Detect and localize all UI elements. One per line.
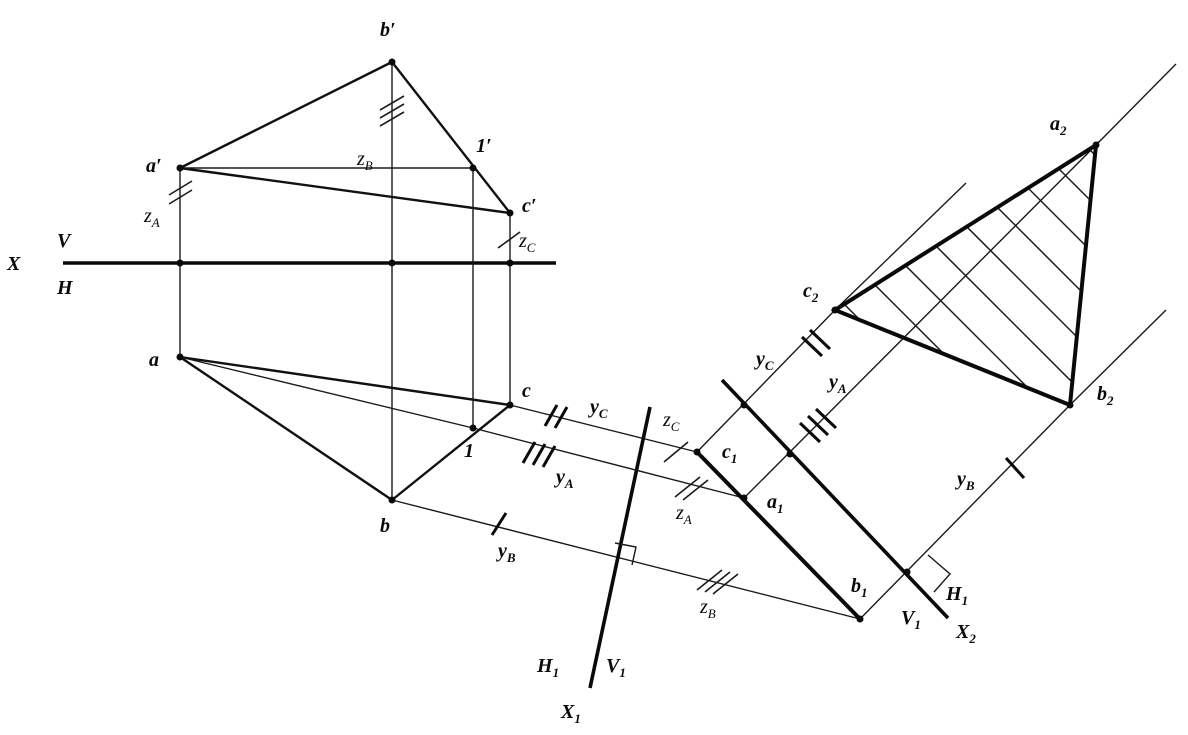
axis-x1 — [588, 406, 652, 689]
frontal-projection — [179, 60, 511, 215]
tick-zc-mid — [663, 441, 689, 463]
tick-za-mid — [674, 476, 709, 501]
label-c1: c1 — [722, 441, 737, 466]
label-b2: b2 — [1097, 383, 1114, 408]
label-zc-right: zC — [518, 230, 536, 255]
points — [176, 58, 1100, 623]
transfer-a — [472, 427, 745, 499]
label-za-left: zA — [143, 205, 160, 230]
label-h1-left: H1 — [536, 655, 559, 680]
label-c: c — [522, 380, 531, 402]
label-zb-top: zB — [356, 148, 373, 173]
axis-x2 — [720, 378, 950, 620]
tick-yc — [543, 404, 569, 429]
label-b-prime: b′ — [380, 19, 396, 41]
label-a2: a2 — [1050, 113, 1067, 138]
label-ya: yA — [554, 466, 574, 491]
tick-zc-right — [497, 231, 521, 249]
tick-yc2 — [800, 328, 832, 358]
label-a: a — [149, 349, 159, 371]
horizontal-projection — [179, 355, 511, 501]
label-1: 1 — [464, 440, 474, 462]
ext-b2 — [1069, 309, 1167, 406]
label-b: b — [380, 515, 390, 537]
label-yc: yC — [588, 396, 608, 421]
label-h: H — [56, 277, 74, 299]
tick-za-left — [168, 180, 193, 205]
label-v1-left: V1 — [606, 655, 626, 680]
label-a-prime: a′ — [146, 155, 162, 177]
transfer-c2 — [696, 309, 836, 453]
label-b1: b1 — [851, 575, 868, 600]
right-angle-x1 — [614, 542, 637, 566]
tick-zb-top — [379, 95, 405, 127]
tick-ya2 — [798, 407, 838, 444]
true-size-triangle — [830, 141, 1099, 408]
segment-c1-b1 — [695, 450, 862, 621]
transfer-b — [391, 499, 861, 620]
label-c-prime: c′ — [522, 195, 537, 217]
label-ya2: yA — [827, 371, 847, 396]
label-a1: a1 — [767, 491, 784, 516]
label-za: zA — [675, 502, 692, 527]
label-yc2: yC — [754, 348, 774, 373]
transfer-b2 — [859, 404, 1071, 620]
label-x: X — [6, 253, 21, 275]
label-zc: zC — [662, 409, 680, 434]
ext-c2 — [834, 182, 967, 311]
label-h1-right: H1 — [945, 583, 968, 608]
label-v1-right: V1 — [901, 607, 921, 632]
label-x1: X1 — [560, 701, 581, 726]
tick-yb — [490, 512, 508, 536]
label-yb: yB — [496, 540, 516, 565]
right-angle-x2 — [927, 554, 951, 593]
tick-zb-mid — [696, 569, 739, 595]
ext-a2 — [1095, 63, 1177, 146]
label-v: V — [57, 230, 72, 252]
label-x2: X2 — [955, 621, 976, 646]
label-1-prime: 1′ — [476, 135, 492, 157]
label-zb: zB — [699, 596, 716, 621]
tick-ya — [521, 441, 557, 468]
transfer-a2 — [743, 144, 1097, 499]
label-yb2: yB — [955, 468, 975, 493]
hatching — [835, 145, 1096, 405]
tick-yb2 — [1004, 456, 1026, 480]
transfer-c — [509, 404, 698, 453]
label-c2: c2 — [803, 280, 819, 305]
